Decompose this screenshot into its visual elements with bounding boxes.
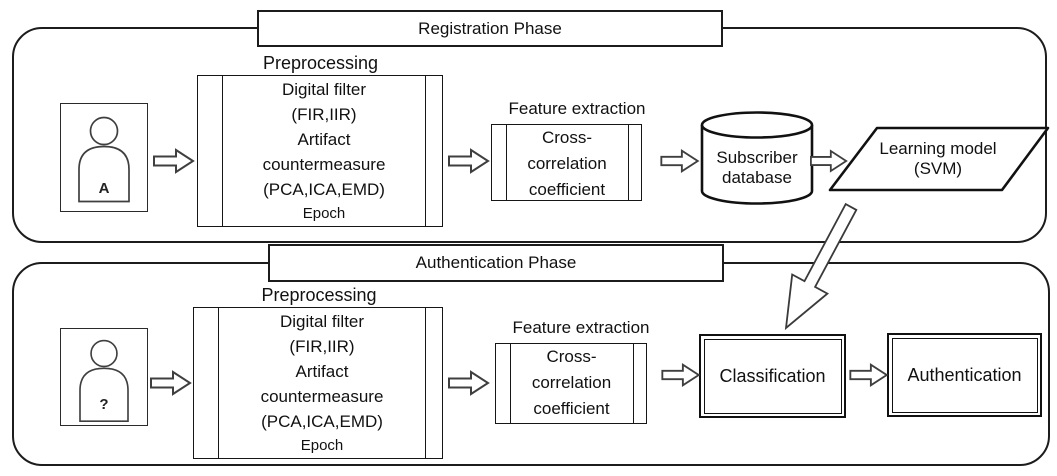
classification-label: Classification <box>719 365 826 386</box>
authentication-feature-extraction-box: Cross- correlation coefficient <box>495 343 647 424</box>
registration-feature-extraction-box: Cross- correlation coefficient <box>491 124 642 201</box>
flow-arrow-icon <box>849 363 888 387</box>
registration-feature-extraction-label: Feature extraction <box>508 99 646 118</box>
flow-arrow-icon <box>153 149 194 173</box>
subscriber-database: Subscriber database <box>700 110 814 206</box>
authentication-subject-box: ? <box>60 328 148 426</box>
registration-preprocessing-label: Preprocessing <box>262 53 379 73</box>
subscriber-database-text: Subscriber database <box>716 148 798 187</box>
registration-phase-title-box: Registration Phase <box>257 10 723 47</box>
registration-phase-title: Registration Phase <box>418 18 562 38</box>
flow-arrow-icon <box>660 149 699 173</box>
registration-preprocessing-box: Digital filter (FIR,IIR) Artifact counte… <box>197 75 443 227</box>
authentication-preprocessing-box: Digital filter (FIR,IIR) Artifact counte… <box>193 307 443 459</box>
flow-arrow-icon <box>661 363 700 387</box>
authentication-preprocessing-text: Digital filter (FIR,IIR) Artifact counte… <box>220 308 424 458</box>
flow-arrow-icon <box>448 149 489 173</box>
authentication-feature-extraction-label: Feature extraction <box>512 318 650 337</box>
flow-arrow-icon <box>810 150 848 172</box>
registration-epoch-label: Epoch <box>302 205 346 222</box>
authentication-epoch-label: Epoch <box>300 437 344 454</box>
authentication-preprocessing-label: Preprocessing <box>261 285 377 305</box>
predefined-process-line <box>506 125 507 200</box>
registration-preprocessing-text: Digital filter (FIR,IIR) Artifact counte… <box>224 76 424 226</box>
predefined-process-line <box>222 76 223 226</box>
authentication-feature-extraction-text: Cross- correlation coefficient <box>531 347 612 418</box>
authentication-label: Authentication <box>907 364 1022 385</box>
predefined-process-line <box>510 344 511 423</box>
authentication-phase-title-box: Authentication Phase <box>268 244 724 282</box>
flow-arrow-icon <box>150 371 191 395</box>
predefined-process-line <box>628 125 629 200</box>
learning-model: Learning model (SVM) <box>824 124 1052 194</box>
registration-feature-extraction-text: Cross- correlation coefficient <box>527 128 607 199</box>
predefined-process-line <box>425 76 426 226</box>
registration-subject-box: A <box>60 103 148 212</box>
registration-subject-label: A <box>98 180 110 198</box>
learning-model-text: Learning model (SVM) <box>879 139 997 178</box>
parallelogram-icon <box>828 126 1050 192</box>
predefined-process-line <box>425 308 426 458</box>
authentication-phase-title: Authentication Phase <box>415 253 577 272</box>
authentication-box: Authentication <box>887 333 1042 417</box>
classification-box: Classification <box>699 334 846 418</box>
predefined-process-line <box>633 344 634 423</box>
predefined-process-line <box>218 308 219 458</box>
flow-arrow-icon <box>448 371 489 395</box>
authentication-subject-label: ? <box>99 395 109 413</box>
database-cylinder-icon <box>700 111 814 205</box>
